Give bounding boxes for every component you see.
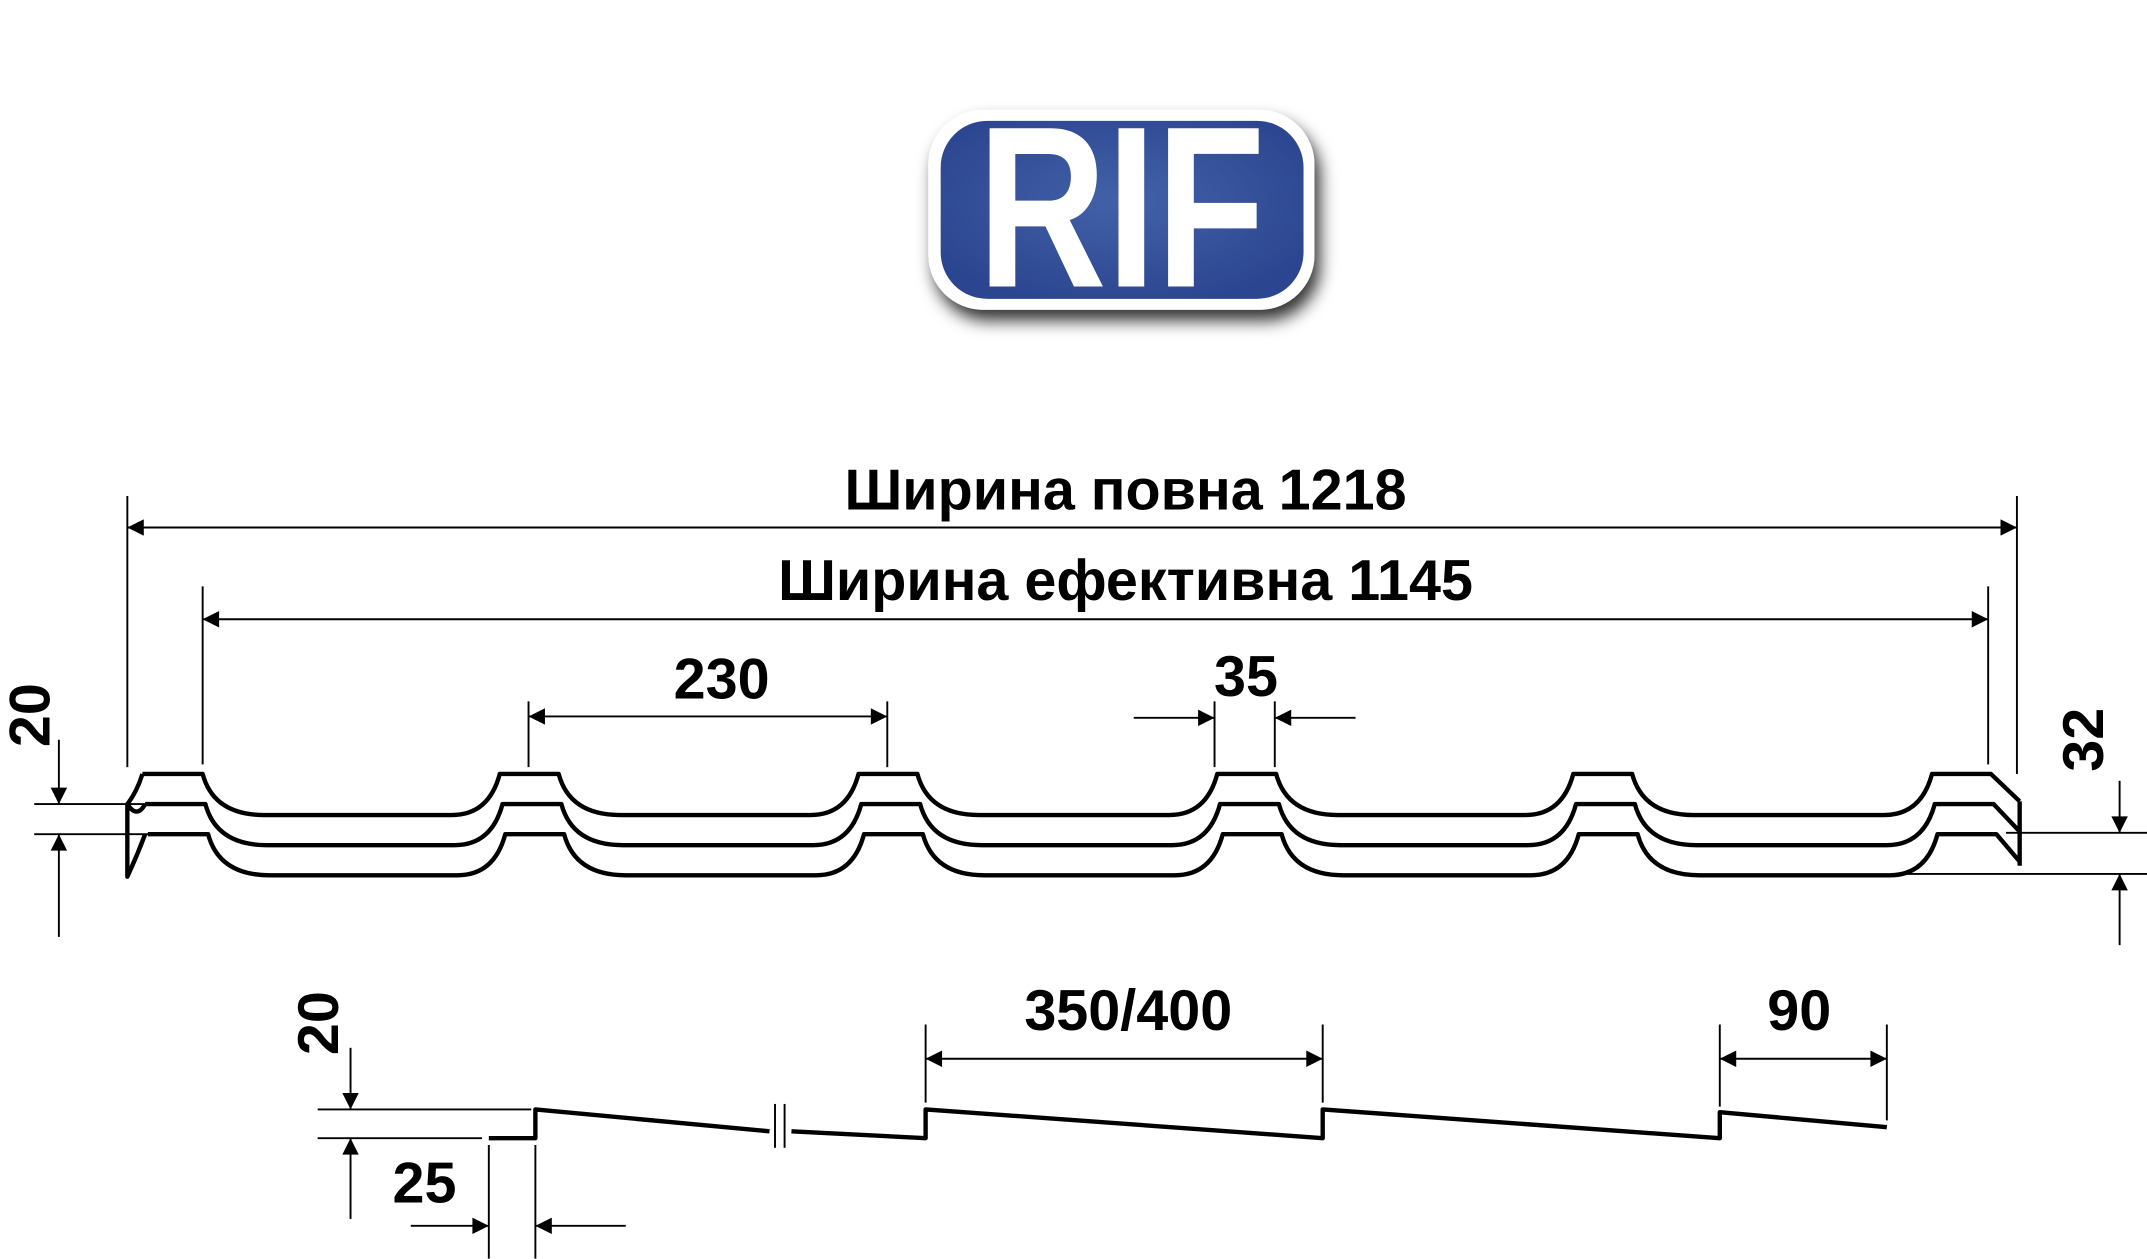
wave-pitch-label: 230 bbox=[674, 648, 770, 712]
effective-width-dimension: Ширина ефективна 1145 bbox=[201, 549, 1990, 765]
wave-pitch-dimension: 230 bbox=[527, 648, 889, 768]
tile-cross-section bbox=[125, 771, 2022, 879]
profile-left-edge bbox=[125, 773, 148, 879]
left-height-label: 20 bbox=[0, 683, 62, 747]
step-height-label: 20 bbox=[287, 991, 351, 1055]
right-height-dimension: 32 bbox=[1903, 708, 2147, 946]
right-height-label: 32 bbox=[2052, 708, 2116, 772]
side-profile-segment bbox=[488, 1107, 770, 1141]
side-profile-segment bbox=[791, 1107, 1888, 1141]
rif-logo: RIF bbox=[928, 79, 1315, 336]
profile-line bbox=[145, 801, 2022, 848]
step-height-dimension: 20 bbox=[287, 991, 532, 1219]
profile-line bbox=[142, 771, 2022, 818]
left-height-dimension: 20 bbox=[0, 683, 172, 937]
step-depth-label: 25 bbox=[392, 1152, 456, 1216]
step-length-dimension: 350/400 bbox=[924, 979, 1324, 1103]
logo-text: RIF bbox=[978, 79, 1266, 336]
step-side-profile bbox=[488, 1103, 1888, 1148]
full-width-dimension: Ширина повна 1218 bbox=[126, 459, 2018, 774]
profile-line bbox=[147, 832, 2022, 878]
step-length-label: 350/400 bbox=[1024, 979, 1232, 1043]
ridge-width-label: 35 bbox=[1214, 645, 1278, 709]
step-depth-dimension: 25 bbox=[392, 1145, 626, 1259]
end-length-label: 90 bbox=[1767, 979, 1831, 1043]
effective-width-label: Ширина ефективна 1145 bbox=[778, 549, 1473, 613]
end-length-dimension: 90 bbox=[1718, 979, 1888, 1121]
full-width-label: Ширина повна 1218 bbox=[844, 459, 1406, 523]
ridge-width-dimension: 35 bbox=[1133, 645, 1356, 768]
